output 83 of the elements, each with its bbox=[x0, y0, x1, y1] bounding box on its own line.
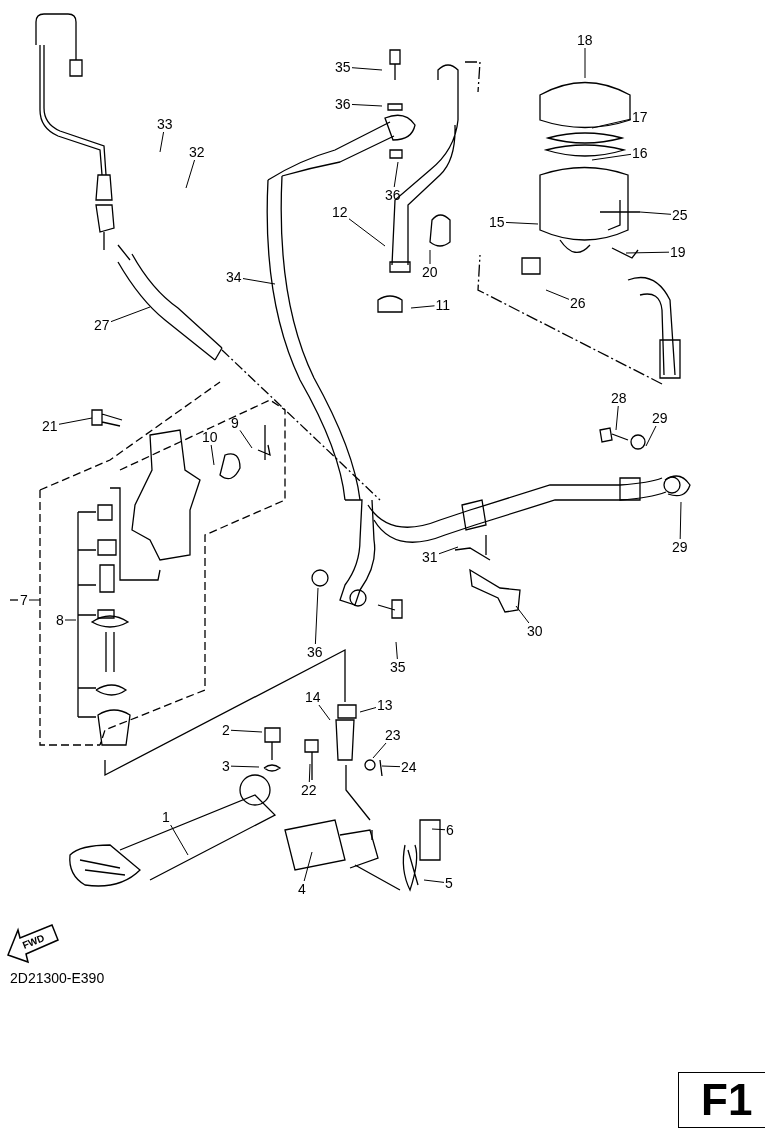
callout-number: 23 bbox=[385, 727, 401, 743]
leader-line bbox=[545, 289, 570, 300]
callout-number: 8 bbox=[56, 612, 64, 628]
leader-line bbox=[429, 249, 431, 265]
callout-number: 2 bbox=[222, 722, 230, 738]
callout-number: 4 bbox=[298, 881, 306, 897]
callout-number: 35 bbox=[390, 659, 406, 675]
callout-number: 24 bbox=[401, 759, 417, 775]
callout-number: 5 bbox=[445, 875, 453, 891]
leader-line bbox=[372, 742, 387, 759]
leader-line bbox=[351, 103, 383, 107]
leader-line bbox=[515, 605, 530, 624]
callout-number: 36 bbox=[335, 96, 351, 112]
callout-number: 29 bbox=[672, 539, 688, 555]
callout-number: 14 bbox=[305, 689, 321, 705]
leader-line bbox=[351, 67, 383, 71]
leader-line bbox=[679, 501, 682, 540]
page-number: F1 bbox=[678, 1072, 765, 1128]
callout-number: 26 bbox=[570, 295, 586, 311]
callout-number: 6 bbox=[446, 822, 454, 838]
leader-line bbox=[410, 305, 435, 309]
callout-number: 33 bbox=[157, 116, 173, 132]
leader-line bbox=[308, 763, 311, 783]
callout-number: 21 bbox=[42, 418, 58, 434]
callout-number: 36 bbox=[307, 644, 323, 660]
leader-line bbox=[625, 251, 670, 254]
leader-line bbox=[505, 221, 539, 225]
leader-line bbox=[58, 417, 93, 425]
leader-line bbox=[348, 218, 386, 247]
callout-number: 10 bbox=[202, 429, 218, 445]
callout-number: 25 bbox=[672, 207, 688, 223]
callout-number: 16 bbox=[632, 145, 648, 161]
forward-label: FWD bbox=[20, 932, 46, 951]
leader-line bbox=[314, 587, 319, 645]
callout-number: 22 bbox=[301, 782, 317, 798]
callout-number: 30 bbox=[527, 623, 543, 639]
callout-number: 12 bbox=[332, 204, 348, 220]
callout-number: 13 bbox=[377, 697, 393, 713]
leader-line bbox=[318, 704, 331, 721]
callout-number: 35 bbox=[335, 59, 351, 75]
callout-number: 28 bbox=[611, 390, 627, 406]
leader-line bbox=[210, 444, 215, 466]
leader-line bbox=[615, 405, 619, 431]
part-code: 2D21300-E390 bbox=[10, 970, 105, 986]
leader-line bbox=[584, 47, 586, 79]
leader-line bbox=[159, 131, 165, 153]
leader-line bbox=[393, 161, 399, 188]
callout-number: 18 bbox=[577, 32, 593, 48]
leader-line bbox=[438, 546, 459, 555]
leader-line bbox=[431, 828, 446, 831]
callout-number: 7 bbox=[20, 592, 28, 608]
callout-number: 3 bbox=[222, 758, 230, 774]
leader-line bbox=[239, 429, 253, 449]
leader-line bbox=[303, 851, 313, 882]
callout-number: 1 bbox=[162, 809, 170, 825]
leader-line bbox=[110, 306, 151, 323]
callout-number: 17 bbox=[632, 109, 648, 125]
callout-number: 9 bbox=[231, 415, 239, 431]
leader-line bbox=[423, 879, 445, 883]
callout-number: 29 bbox=[652, 410, 668, 426]
callout-number: 11 bbox=[435, 297, 451, 313]
callout-number: 15 bbox=[489, 214, 505, 230]
callout-number: 20 bbox=[422, 264, 438, 280]
leader-line bbox=[359, 707, 377, 713]
leader-line bbox=[645, 425, 657, 447]
leader-line bbox=[230, 729, 263, 733]
leader-line bbox=[591, 153, 632, 161]
callout-number: 31 bbox=[422, 549, 438, 565]
callout-number: 36 bbox=[385, 187, 401, 203]
leader-line bbox=[591, 118, 632, 129]
leader-line bbox=[395, 641, 398, 660]
leader-line bbox=[185, 159, 196, 189]
leader-line bbox=[639, 211, 672, 215]
leader-line bbox=[230, 765, 260, 768]
leader-line bbox=[381, 765, 401, 768]
leader-line bbox=[170, 824, 189, 856]
leader-line bbox=[242, 278, 276, 285]
callout-number: 34 bbox=[226, 269, 242, 285]
callout-number: 32 bbox=[189, 144, 205, 160]
callout-number: 27 bbox=[94, 317, 110, 333]
callout-number: 19 bbox=[670, 244, 686, 260]
leader-line bbox=[28, 599, 41, 601]
leader-line bbox=[64, 619, 77, 621]
